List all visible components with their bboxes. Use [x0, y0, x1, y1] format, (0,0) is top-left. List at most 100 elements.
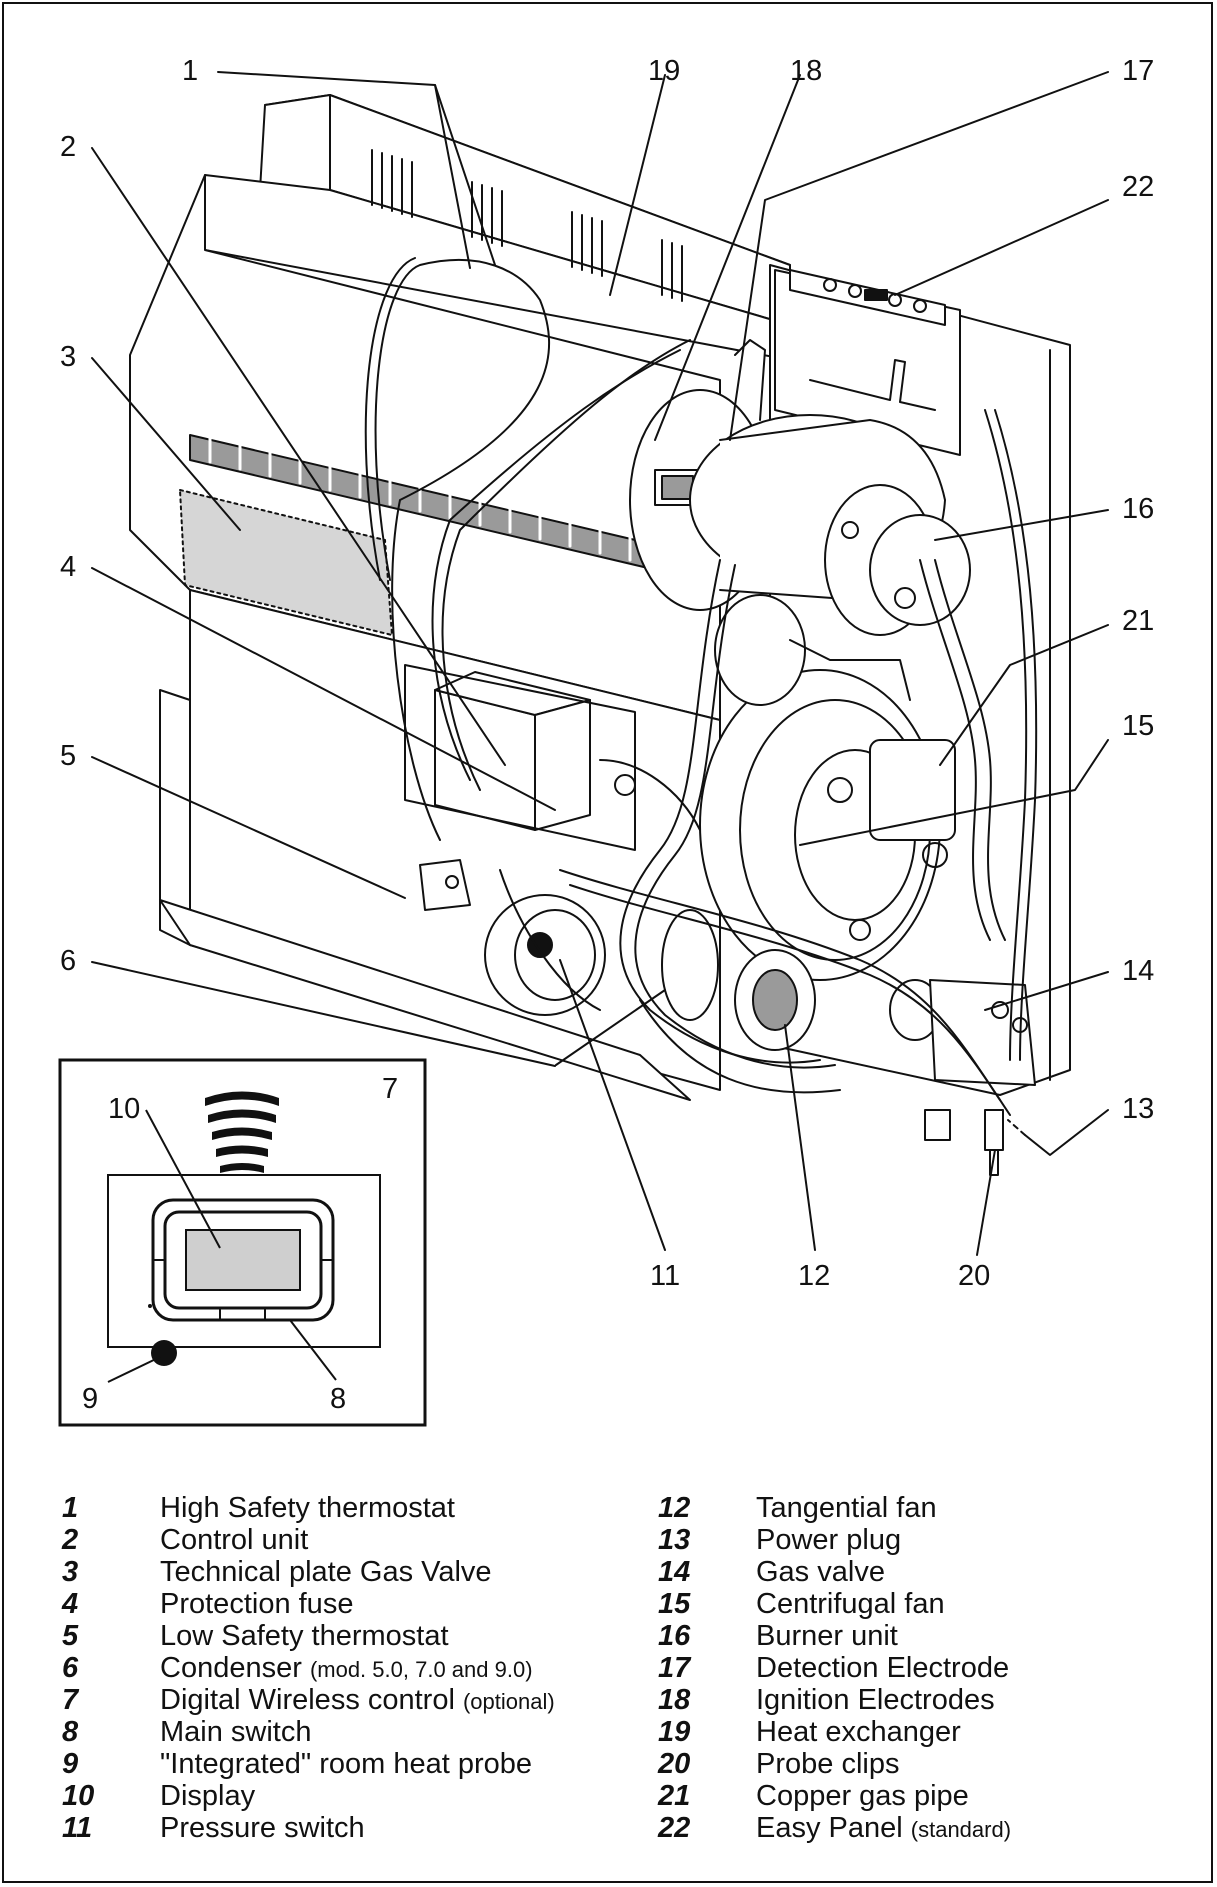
legend-item: 20 Probe clips: [658, 1748, 899, 1780]
legend-number: 16: [658, 1620, 691, 1652]
callout-4: 4: [60, 551, 76, 583]
wireless-control-inset: [58, 1058, 427, 1427]
legend-number: 11: [62, 1812, 93, 1844]
legend-label: Centrifugal fan: [756, 1588, 945, 1620]
tangential-fan-drawing: [734, 949, 816, 1051]
legend-item: 5 Low Safety thermostat: [62, 1620, 449, 1652]
wiring-and-pipes: [364, 257, 1038, 1116]
legend-label: High Safety thermostat: [160, 1492, 455, 1524]
legend-number: 12: [658, 1492, 691, 1524]
legend-label: Burner unit: [756, 1620, 898, 1652]
condenser-drawing: [661, 909, 719, 1021]
callout-20: 20: [958, 1260, 990, 1292]
legend-item: 12 Tangential fan: [658, 1492, 937, 1524]
callout-16: 16: [1122, 493, 1154, 525]
legend-number: 21: [658, 1780, 691, 1812]
legend-number: 22: [658, 1812, 691, 1844]
legend-item: 22 Easy Panel (standard): [658, 1812, 1011, 1846]
legend-label: Digital Wireless control: [160, 1684, 455, 1716]
legend-item: 1 High Safety thermostat: [62, 1492, 455, 1524]
callout-18: 18: [790, 55, 822, 87]
legend-number: 3: [62, 1556, 79, 1588]
legend-label: Pressure switch: [160, 1812, 365, 1844]
legend-label: Detection Electrode: [756, 1652, 1010, 1684]
callout-10: 10: [108, 1093, 140, 1125]
callout-3: 3: [60, 341, 76, 373]
callout-numbers: 1 2 3 4 5 6 7 8 9 10 11 12 13 14 15 16 1…: [60, 55, 1154, 1415]
low-thermostat-drawing: [419, 859, 471, 911]
legend-item: 6 Condenser (mod. 5.0, 7.0 and 9.0): [62, 1652, 533, 1686]
legend-label: Ignition Electrodes: [756, 1684, 995, 1716]
legend-label: Copper gas pipe: [756, 1780, 969, 1812]
display-screen: [185, 1229, 301, 1291]
gas-valve-drawing: [889, 979, 1036, 1176]
callout-11: 11: [650, 1260, 680, 1292]
legend-number: 5: [62, 1620, 79, 1652]
callout-17: 17: [1122, 55, 1154, 87]
legend-item: 10 Display: [62, 1780, 255, 1812]
control-unit-drawing: [404, 664, 636, 851]
legend-label: Low Safety thermostat: [160, 1620, 449, 1652]
legend-label: Control unit: [160, 1524, 309, 1556]
legend-label: Probe clips: [756, 1748, 900, 1780]
legend-number: 7: [62, 1684, 79, 1716]
legend-number: 15: [658, 1588, 691, 1620]
callout-5: 5: [60, 740, 76, 772]
legend-label: Gas valve: [756, 1556, 885, 1588]
technical-plate: [179, 489, 393, 636]
legend-label: "Integrated" room heat probe: [160, 1748, 533, 1780]
legend-item: 3 Technical plate Gas Valve: [62, 1556, 492, 1588]
legend-number: 1: [62, 1492, 79, 1524]
legend-note: (optional): [462, 1689, 555, 1714]
legend-label: Main switch: [160, 1716, 312, 1748]
legend-label: Technical plate Gas Valve: [160, 1556, 492, 1588]
legend-number: 17: [658, 1652, 691, 1684]
callout-2: 2: [60, 131, 76, 163]
legend-number: 20: [658, 1748, 691, 1780]
callout-12: 12: [798, 1260, 830, 1292]
legend-label: Protection fuse: [160, 1588, 354, 1620]
leader-lines: [91, 71, 1109, 1256]
legend-label: Heat exchanger: [756, 1716, 961, 1748]
legend-item: 19 Heat exchanger: [658, 1716, 961, 1748]
exchanger-vents: [371, 149, 683, 302]
legend-number: 19: [658, 1716, 691, 1748]
callout-13: 13: [1122, 1093, 1154, 1125]
legend-item: 8 Main switch: [62, 1716, 312, 1748]
callout-21: 21: [1122, 605, 1154, 637]
callout-6: 6: [60, 945, 76, 977]
callout-22: 22: [1122, 171, 1154, 203]
legend-number: 6: [62, 1652, 79, 1684]
legend-item: 17 Detection Electrode: [658, 1652, 1009, 1684]
legend-label: Condenser: [160, 1652, 302, 1684]
legend-item: 7 Digital Wireless control (optional): [62, 1684, 555, 1718]
legend-item: 15 Centrifugal fan: [658, 1588, 945, 1620]
legend-note: (standard): [910, 1817, 1012, 1842]
room-probe: [151, 1340, 177, 1366]
callout-8: 8: [330, 1383, 346, 1415]
legend-item: 14 Gas valve: [658, 1556, 885, 1588]
legend-item: 16 Burner unit: [658, 1620, 898, 1652]
legend-number: 8: [62, 1716, 79, 1748]
legend-label: Tangential fan: [756, 1492, 937, 1524]
callout-1: 1: [182, 55, 198, 87]
callout-19: 19: [648, 55, 680, 87]
legend-note: (mod. 5.0, 7.0 and 9.0): [309, 1657, 533, 1682]
legend-label: Display: [160, 1780, 256, 1812]
legend-item: 9 "Integrated" room heat probe: [62, 1748, 532, 1780]
callout-9: 9: [82, 1383, 98, 1415]
legend-number: 9: [62, 1748, 79, 1780]
legend-label: Easy Panel: [756, 1812, 903, 1844]
legend-label: Power plug: [756, 1524, 902, 1556]
legend-number: 10: [62, 1780, 95, 1812]
callout-15: 15: [1122, 710, 1154, 742]
legend-number: 14: [658, 1556, 691, 1588]
signal-waves-icon: [205, 1091, 279, 1173]
callout-14: 14: [1122, 955, 1154, 987]
